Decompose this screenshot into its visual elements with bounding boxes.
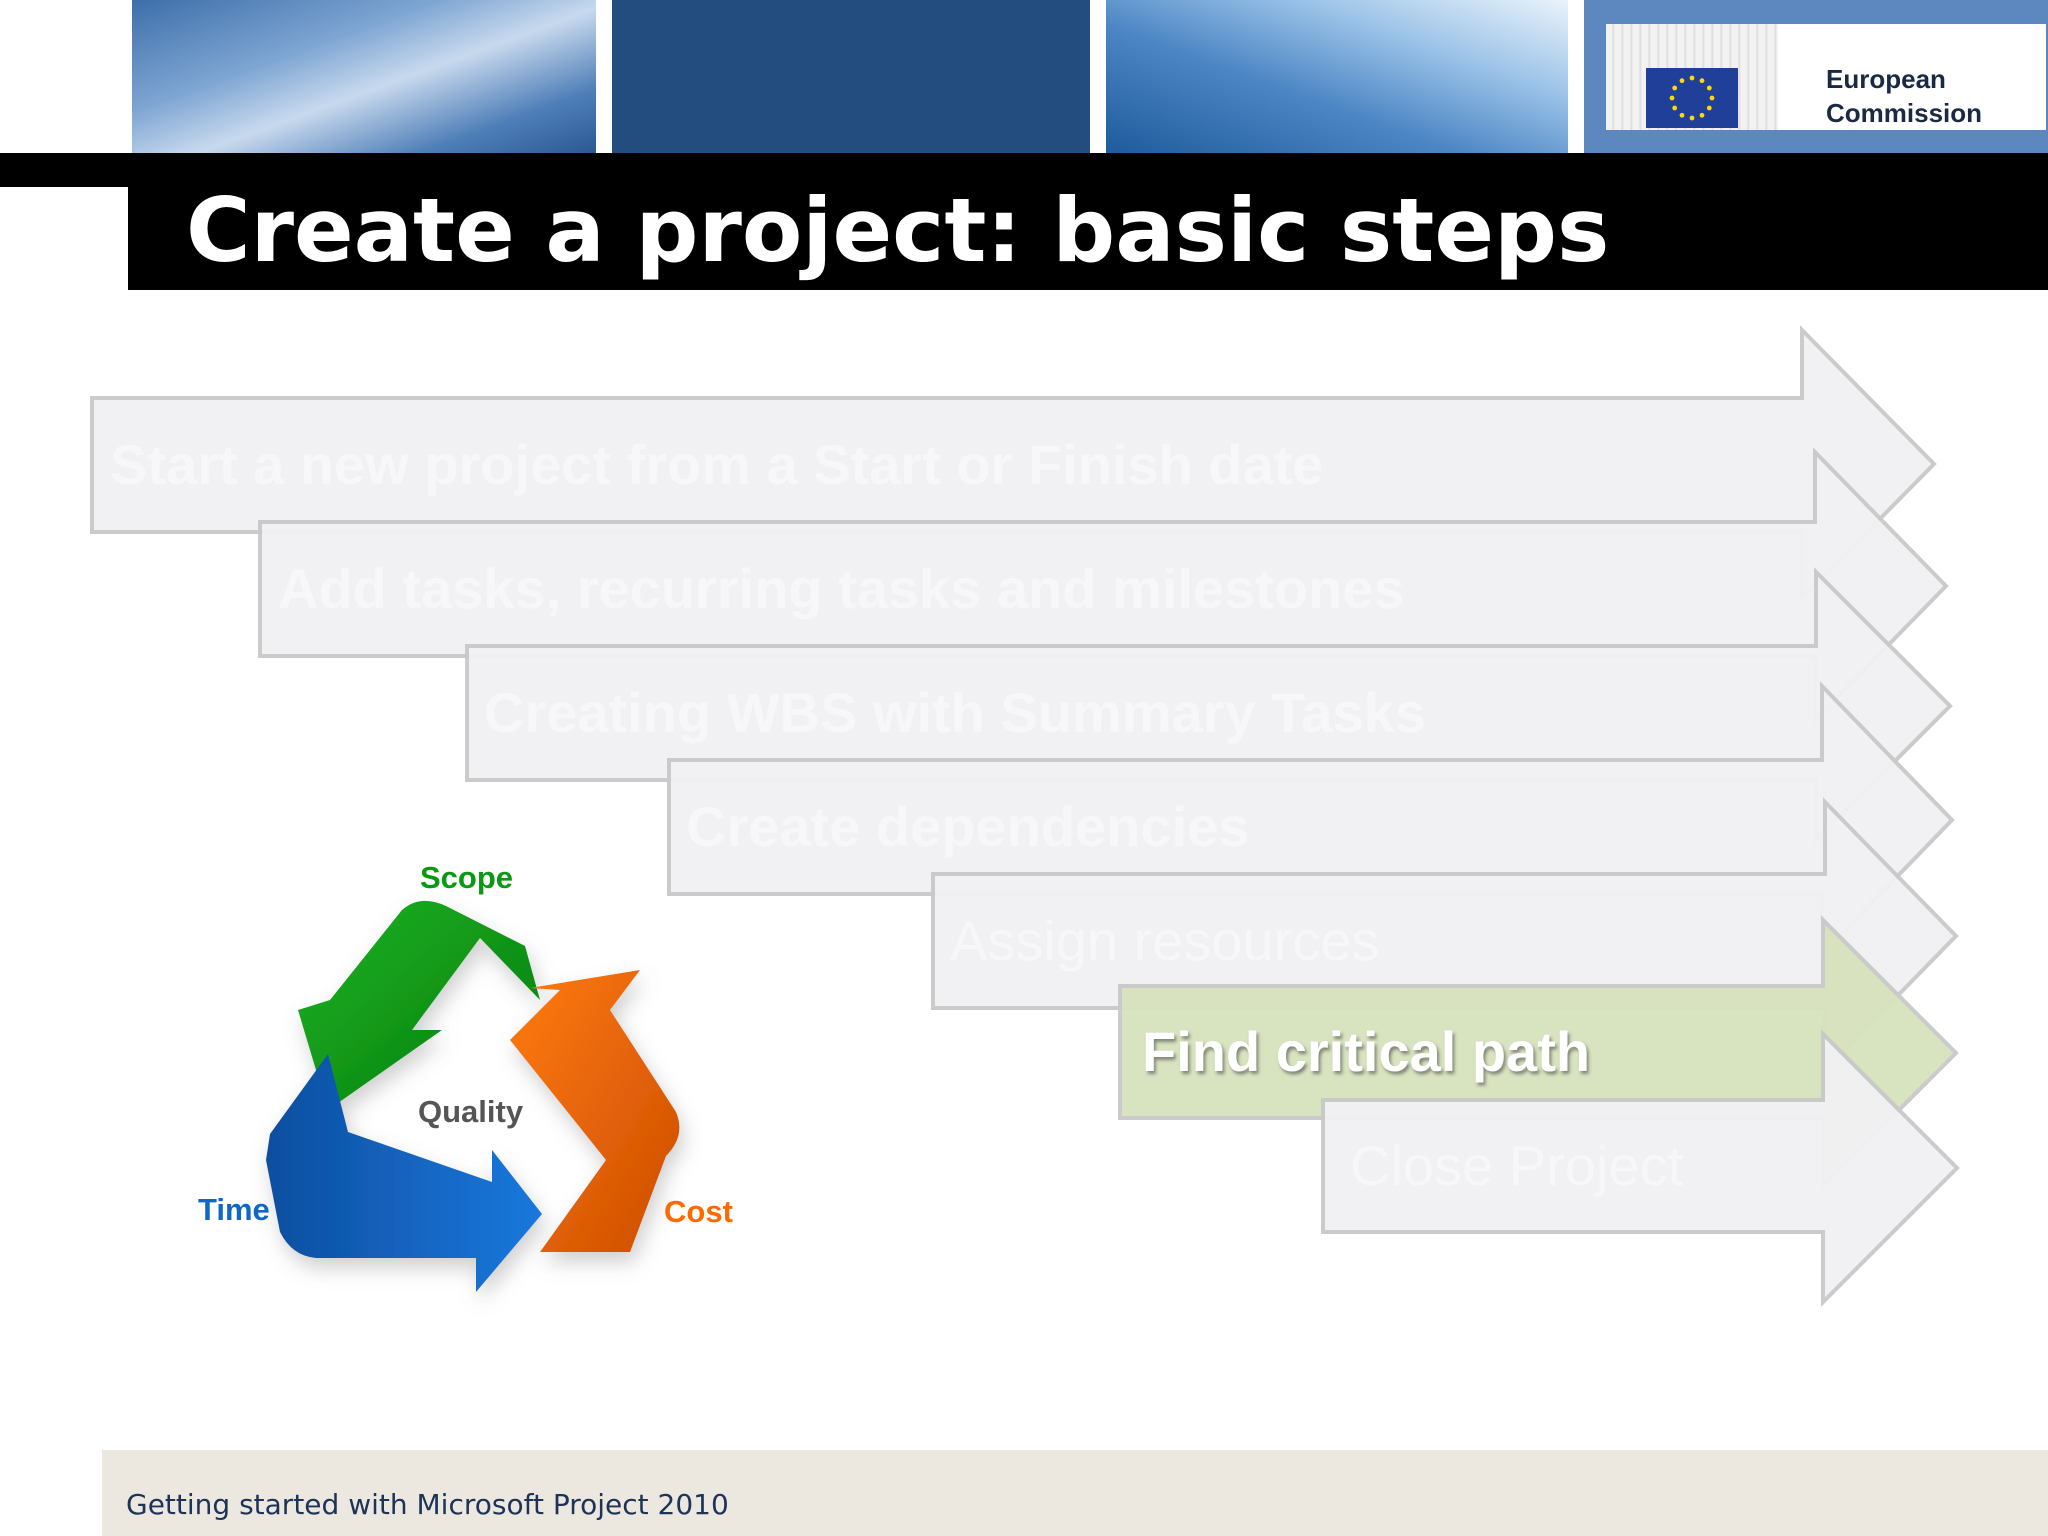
footer-bar: Getting started with Microsoft Project 2… xyxy=(102,1450,2048,1536)
logo-line-1: European xyxy=(1826,64,1946,94)
step-label-5: Assign resources xyxy=(950,909,1380,972)
title-bar: Create a project: basic steps xyxy=(0,153,2048,290)
cost-arrow xyxy=(510,970,680,1252)
step-label-2: Add tasks, recurring tasks and milestone… xyxy=(278,557,1405,620)
step-label-1: Start a new project from a Start or Fini… xyxy=(110,433,1324,496)
banner-image-buildings xyxy=(1106,0,1568,153)
steps-arrow-diagram xyxy=(90,325,1960,1307)
footer-text: Getting started with Microsoft Project 2… xyxy=(126,1488,729,1521)
step-arrow-7 xyxy=(1321,1029,1960,1307)
recycle-triangle-icon xyxy=(266,900,680,1292)
scope-arrow xyxy=(298,900,540,1110)
step-label-7: Close Project xyxy=(1350,1134,1684,1197)
cost-label: Cost xyxy=(664,1194,733,1229)
title-bar-main xyxy=(128,153,2048,290)
step-label-3: Creating WBS with Summary Tasks xyxy=(484,681,1426,744)
quality-label: Quality xyxy=(418,1094,524,1129)
banner-image-blue xyxy=(612,0,1090,153)
time-arrow xyxy=(266,1054,542,1292)
eu-flag-icon xyxy=(1646,68,1738,128)
time-label: Time xyxy=(198,1192,270,1227)
step-label-6: Find critical path xyxy=(1142,1020,1591,1083)
triple-constraint-diagram: Scope Time Cost Quality xyxy=(180,860,780,1320)
banner-image-hands xyxy=(132,0,596,153)
logo-line-2: Commission xyxy=(1826,98,1983,128)
scope-label: Scope xyxy=(420,860,514,895)
header-banner: European Commission xyxy=(0,0,2048,153)
logo-text: European Commission xyxy=(1826,62,2046,130)
slide-title: Create a project: basic steps xyxy=(186,179,1610,282)
european-commission-logo: European Commission xyxy=(1606,24,2046,130)
step-label-4: Create dependencies xyxy=(686,795,1250,858)
